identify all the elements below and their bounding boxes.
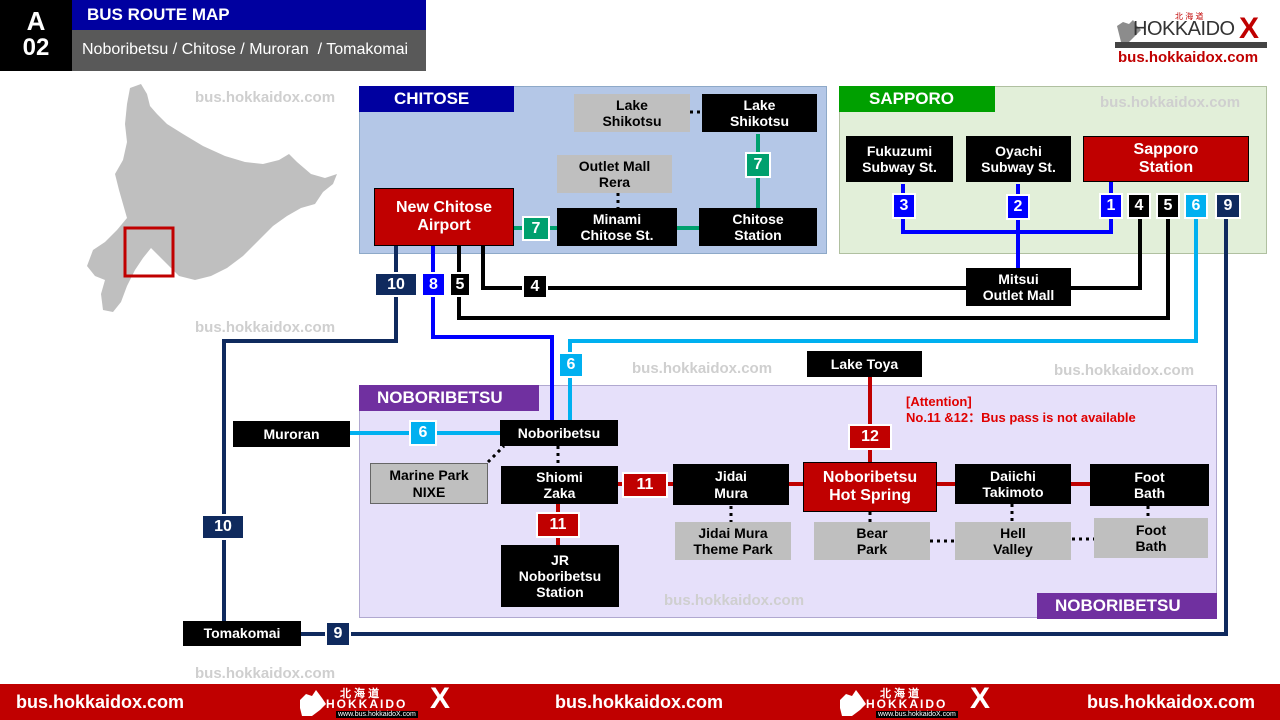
hokkaido-island-logo-icon	[840, 690, 866, 716]
footer-logo: 北 海 道 HOKKAIDO X www.bus.hokkaidoX.com	[296, 682, 458, 720]
footer-logo-kanji: 北 海 道	[340, 688, 380, 700]
brand-logo-text: HOKKAIDO	[1133, 18, 1235, 40]
route-badge-5[interactable]: 5	[1156, 193, 1180, 219]
route-badge-11[interactable]: 11	[622, 472, 668, 498]
stop-sapporo-station[interactable]: Sapporo Station	[1083, 136, 1249, 182]
footer-url-link[interactable]: bus.hokkaidox.com	[16, 692, 185, 712]
area-badge: A 02	[0, 0, 72, 71]
watermark: bus.hokkaidox.com	[195, 89, 336, 106]
watermark: bus.hokkaidox.com	[1100, 94, 1241, 111]
footer-logo-small: www.bus.hokkaidoX.com	[336, 711, 418, 718]
route-badge-6[interactable]: 6	[409, 420, 437, 446]
route-9-line	[300, 218, 1228, 636]
attention-note: [Attention] No.11 &12：Bus pass is not av…	[906, 394, 1136, 427]
watermark: bus.hokkaidox.com	[632, 360, 773, 377]
hokkaido-map	[87, 84, 337, 312]
watermark: bus.hokkaidox.com	[1054, 362, 1195, 379]
route-6-line	[568, 218, 1198, 420]
route-badge-9[interactable]: 9	[1215, 193, 1241, 219]
stop-outlet-mall-rera[interactable]: Outlet Mall Rera	[557, 155, 672, 193]
route-badge-12[interactable]: 12	[848, 424, 892, 450]
stop-oyachi-subway[interactable]: Oyachi Subway St.	[966, 136, 1071, 182]
route-badge-9[interactable]: 9	[325, 621, 351, 647]
brand-logo: HOKKAIDO X 北 海 道	[1115, 12, 1267, 48]
hokkaido-island-logo-icon	[1115, 20, 1267, 48]
route-badge-3[interactable]: 3	[892, 193, 916, 219]
stop-jidai-mura-theme-park[interactable]: Jidai Mura Theme Park	[675, 522, 791, 560]
page-subtitle: Noboribetsu / Chitose / Muroran / Tomako…	[72, 30, 426, 71]
stop-hell-valley[interactable]: Hell Valley	[955, 522, 1071, 560]
route-badge-7[interactable]: 7	[522, 216, 550, 241]
route-badge-5[interactable]: 5	[449, 272, 471, 297]
route-badge-10[interactable]: 10	[374, 272, 418, 297]
footer-logo-x: X	[430, 682, 451, 715]
route-badge-4[interactable]: 4	[522, 274, 548, 299]
brand-logo-x: X	[1239, 12, 1260, 45]
brand-logo-kanji: 北 海 道	[1175, 12, 1204, 21]
stop-daiichi-takimoto[interactable]: Daiichi Takimoto	[955, 464, 1071, 504]
attention-title: [Attention]	[906, 394, 972, 409]
stop-mitsui-outlet-mall[interactable]: Mitsui Outlet Mall	[966, 268, 1071, 306]
stop-jr-noboribetsu-station[interactable]: JR Noboribetsu Station	[501, 545, 619, 607]
route-badge-6[interactable]: 6	[1184, 193, 1208, 219]
stop-new-chitose-airport[interactable]: New Chitose Airport	[374, 188, 514, 246]
watermark: bus.hokkaidox.com	[195, 319, 336, 336]
footer-url-link[interactable]: bus.hokkaidox.com	[555, 692, 724, 712]
route-badge-6[interactable]: 6	[558, 352, 584, 378]
stop-foot-bath[interactable]: Foot Bath	[1090, 464, 1209, 506]
stop-shiomi-zaka[interactable]: Shiomi Zaka	[501, 466, 618, 504]
route-badge-7[interactable]: 7	[745, 152, 771, 178]
route-4-line	[481, 218, 1142, 290]
route-badge-4[interactable]: 4	[1127, 193, 1151, 219]
stop-lake-toya[interactable]: Lake Toya	[807, 351, 922, 377]
noboribetsu-region-label-bottom: NOBORIBETSU	[1037, 593, 1217, 619]
chitose-region-label: CHITOSE	[359, 86, 514, 112]
stop-noboribetsu-hot-spring[interactable]: Noboribetsu Hot Spring	[803, 462, 937, 512]
stop-noboribetsu[interactable]: Noboribetsu	[500, 420, 618, 446]
stop-fukuzumi-subway[interactable]: Fukuzumi Subway St.	[846, 136, 953, 182]
footer-logo-text: HOKKAIDO	[866, 697, 948, 711]
brand-url-link[interactable]: bus.hokkaidox.com	[1118, 49, 1259, 66]
footer-url-link[interactable]: bus.hokkaidox.com	[1087, 692, 1256, 712]
route-badge-1[interactable]: 1	[1099, 193, 1123, 219]
stop-minami-chitose[interactable]: Minami Chitose St.	[557, 208, 677, 246]
hokkaido-island-shape	[87, 84, 337, 312]
footer-bar	[0, 684, 1280, 720]
watermark: bus.hokkaidox.com	[664, 592, 805, 609]
page-title: BUS ROUTE MAP	[72, 0, 426, 30]
route-badge-11[interactable]: 11	[536, 512, 580, 538]
attention-text: No.11 &12：Bus pass is not available	[906, 410, 1136, 426]
footer-logo-small: www.bus.hokkaidoX.com	[876, 711, 958, 718]
footer-logo-text: HOKKAIDO	[326, 697, 408, 711]
sapporo-region-label: SAPPORO	[839, 86, 995, 112]
route-badge-2[interactable]: 2	[1006, 194, 1030, 220]
footer-logo-kanji: 北 海 道	[880, 688, 920, 700]
stop-marine-park-nixe[interactable]: Marine Park NIXE	[370, 463, 488, 504]
stop-chitose-station[interactable]: Chitose Station	[699, 208, 817, 246]
area-badge-letter: A	[26, 6, 46, 37]
footer-logo: 北 海 道 HOKKAIDO X www.bus.hokkaidoX.com	[836, 682, 998, 720]
stop-lake-shikotsu-viewpoint[interactable]: Lake Shikotsu	[574, 94, 690, 132]
stop-muroran[interactable]: Muroran	[233, 421, 350, 447]
noboribetsu-region-label: NOBORIBETSU	[359, 385, 539, 411]
hokkaido-island-logo-icon	[300, 690, 326, 716]
region-highlight	[123, 226, 175, 278]
footer-logo-x: X	[970, 682, 991, 715]
walk-marine-park	[486, 444, 506, 464]
stop-jidai-mura[interactable]: Jidai Mura	[673, 464, 789, 505]
stop-tomakomai[interactable]: Tomakomai	[183, 621, 301, 646]
area-badge-number: 02	[22, 34, 50, 62]
route-badge-10[interactable]: 10	[201, 514, 245, 540]
stop-bear-park[interactable]: Bear Park	[814, 522, 930, 560]
stop-lake-shikotsu[interactable]: Lake Shikotsu	[702, 94, 817, 132]
route-badge-8[interactable]: 8	[421, 272, 446, 297]
stop-foot-bath-viewpoint[interactable]: Foot Bath	[1094, 518, 1208, 558]
watermark: bus.hokkaidox.com	[195, 665, 336, 682]
